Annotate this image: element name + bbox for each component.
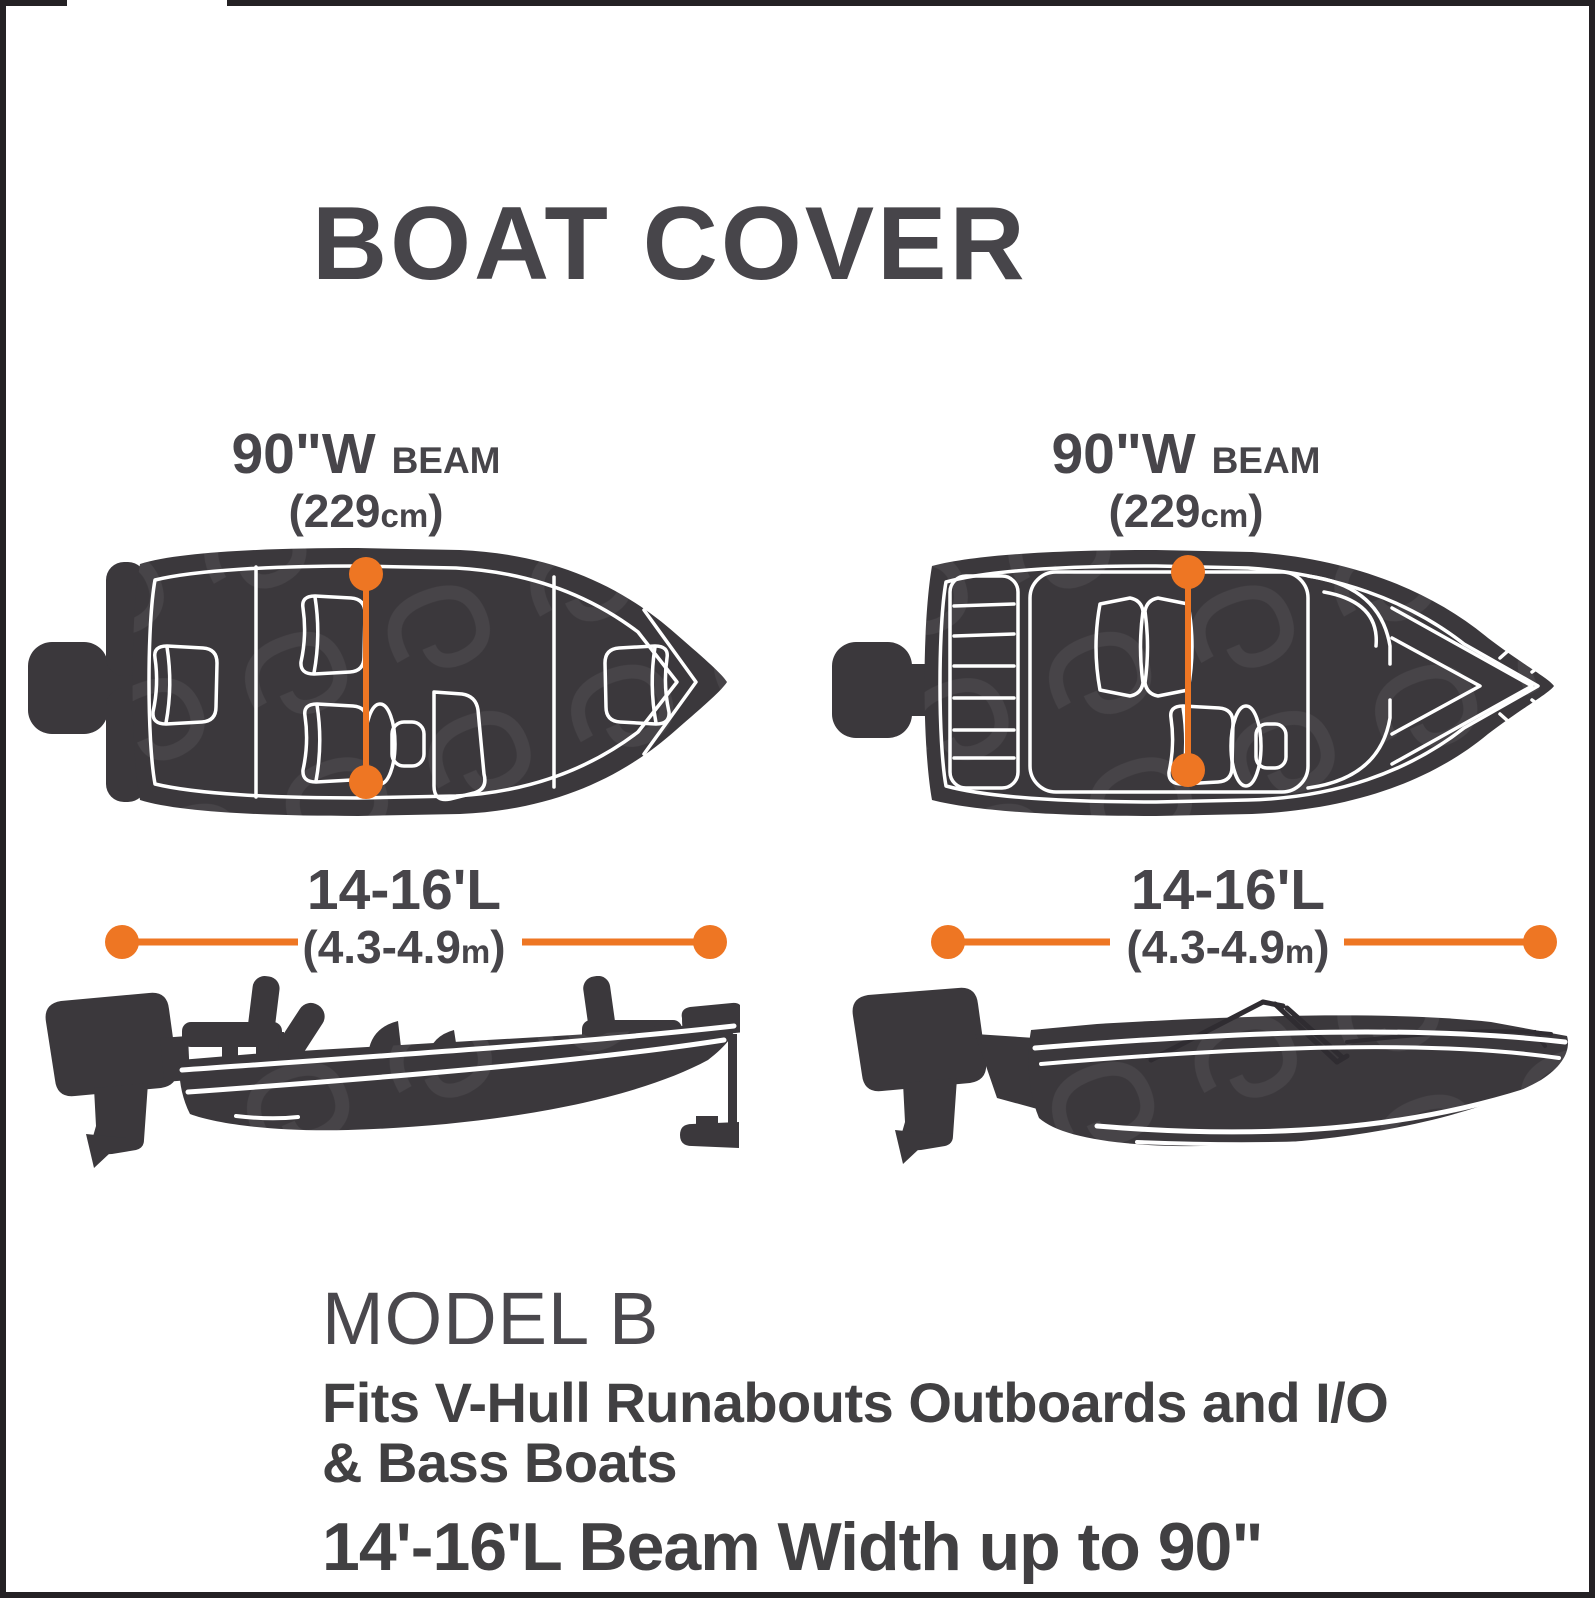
beam-right-metric-unit: cm bbox=[1200, 497, 1249, 534]
length-left-metric-close: ) bbox=[490, 921, 506, 973]
beam-left-primary-line: 90"W BEAM bbox=[231, 426, 500, 483]
v-hull-runabout-side-view-illustration bbox=[852, 987, 1568, 1164]
beam-right-metric-close: ) bbox=[1248, 485, 1264, 537]
beam-left-metric-unit: cm bbox=[380, 497, 429, 534]
page-border-notch bbox=[67, 0, 227, 7]
length-left-value: 14-16'L bbox=[306, 858, 502, 922]
fits-description: Fits V-Hull Runabouts Outboards and I/O … bbox=[322, 1371, 1389, 1494]
beam-right-metric-open: (229 bbox=[1108, 485, 1201, 537]
beam-right-metric-line: (229cm) bbox=[1051, 488, 1320, 534]
bass-boat-top-view-illustration bbox=[28, 548, 727, 816]
length-right-value: 14-16'L bbox=[1130, 858, 1326, 922]
beam-label-right: 90"W BEAM (229cm) bbox=[1051, 426, 1320, 535]
model-name: MODEL B bbox=[322, 1277, 660, 1360]
length-right-metric-line: (4.3-4.9m) bbox=[1126, 924, 1329, 970]
length-label-right: 14-16'L (4.3-4.9m) bbox=[1126, 858, 1329, 971]
size-summary: 14'-16'L Beam Width up to 90" bbox=[322, 1509, 1264, 1586]
beam-left-value: 90"W bbox=[231, 422, 376, 486]
length-left-metric-unit: m bbox=[460, 933, 491, 970]
v-hull-runabout-top-view-illustration bbox=[832, 550, 1554, 816]
beam-right-unit: BEAM bbox=[1211, 440, 1321, 481]
length-left-metric-open: (4.3-4.9 bbox=[302, 921, 461, 973]
beam-left-unit: BEAM bbox=[391, 440, 501, 481]
length-right-metric-close: ) bbox=[1314, 921, 1330, 973]
length-label-left: 14-16'L (4.3-4.9m) bbox=[302, 858, 505, 971]
length-measure-line-right bbox=[931, 925, 1557, 959]
beam-left-metric-close: ) bbox=[428, 485, 444, 537]
length-left-metric-line: (4.3-4.9m) bbox=[302, 924, 505, 970]
beam-right-primary-line: 90"W BEAM bbox=[1051, 426, 1320, 483]
beam-left-metric-line: (229cm) bbox=[231, 488, 500, 534]
fits-line-1: Fits V-Hull Runabouts Outboards and I/O bbox=[322, 1371, 1389, 1435]
beam-label-left: 90"W BEAM (229cm) bbox=[231, 426, 500, 535]
beam-left-metric-open: (229 bbox=[288, 485, 381, 537]
bass-boat-side-view-illustration bbox=[45, 976, 740, 1168]
beam-measure-line-right bbox=[1171, 555, 1205, 787]
beam-right-value: 90"W bbox=[1051, 422, 1196, 486]
footer-text-block: MODEL B Fits V-Hull Runabouts Outboards … bbox=[322, 1277, 1389, 1586]
page-title: BOAT COVER bbox=[312, 185, 1028, 302]
fits-line-2: & Bass Boats bbox=[322, 1430, 678, 1494]
beam-measure-line-left bbox=[349, 557, 383, 799]
length-right-metric-unit: m bbox=[1284, 933, 1315, 970]
length-right-metric-open: (4.3-4.9 bbox=[1126, 921, 1285, 973]
length-measure-line-left bbox=[105, 925, 727, 959]
